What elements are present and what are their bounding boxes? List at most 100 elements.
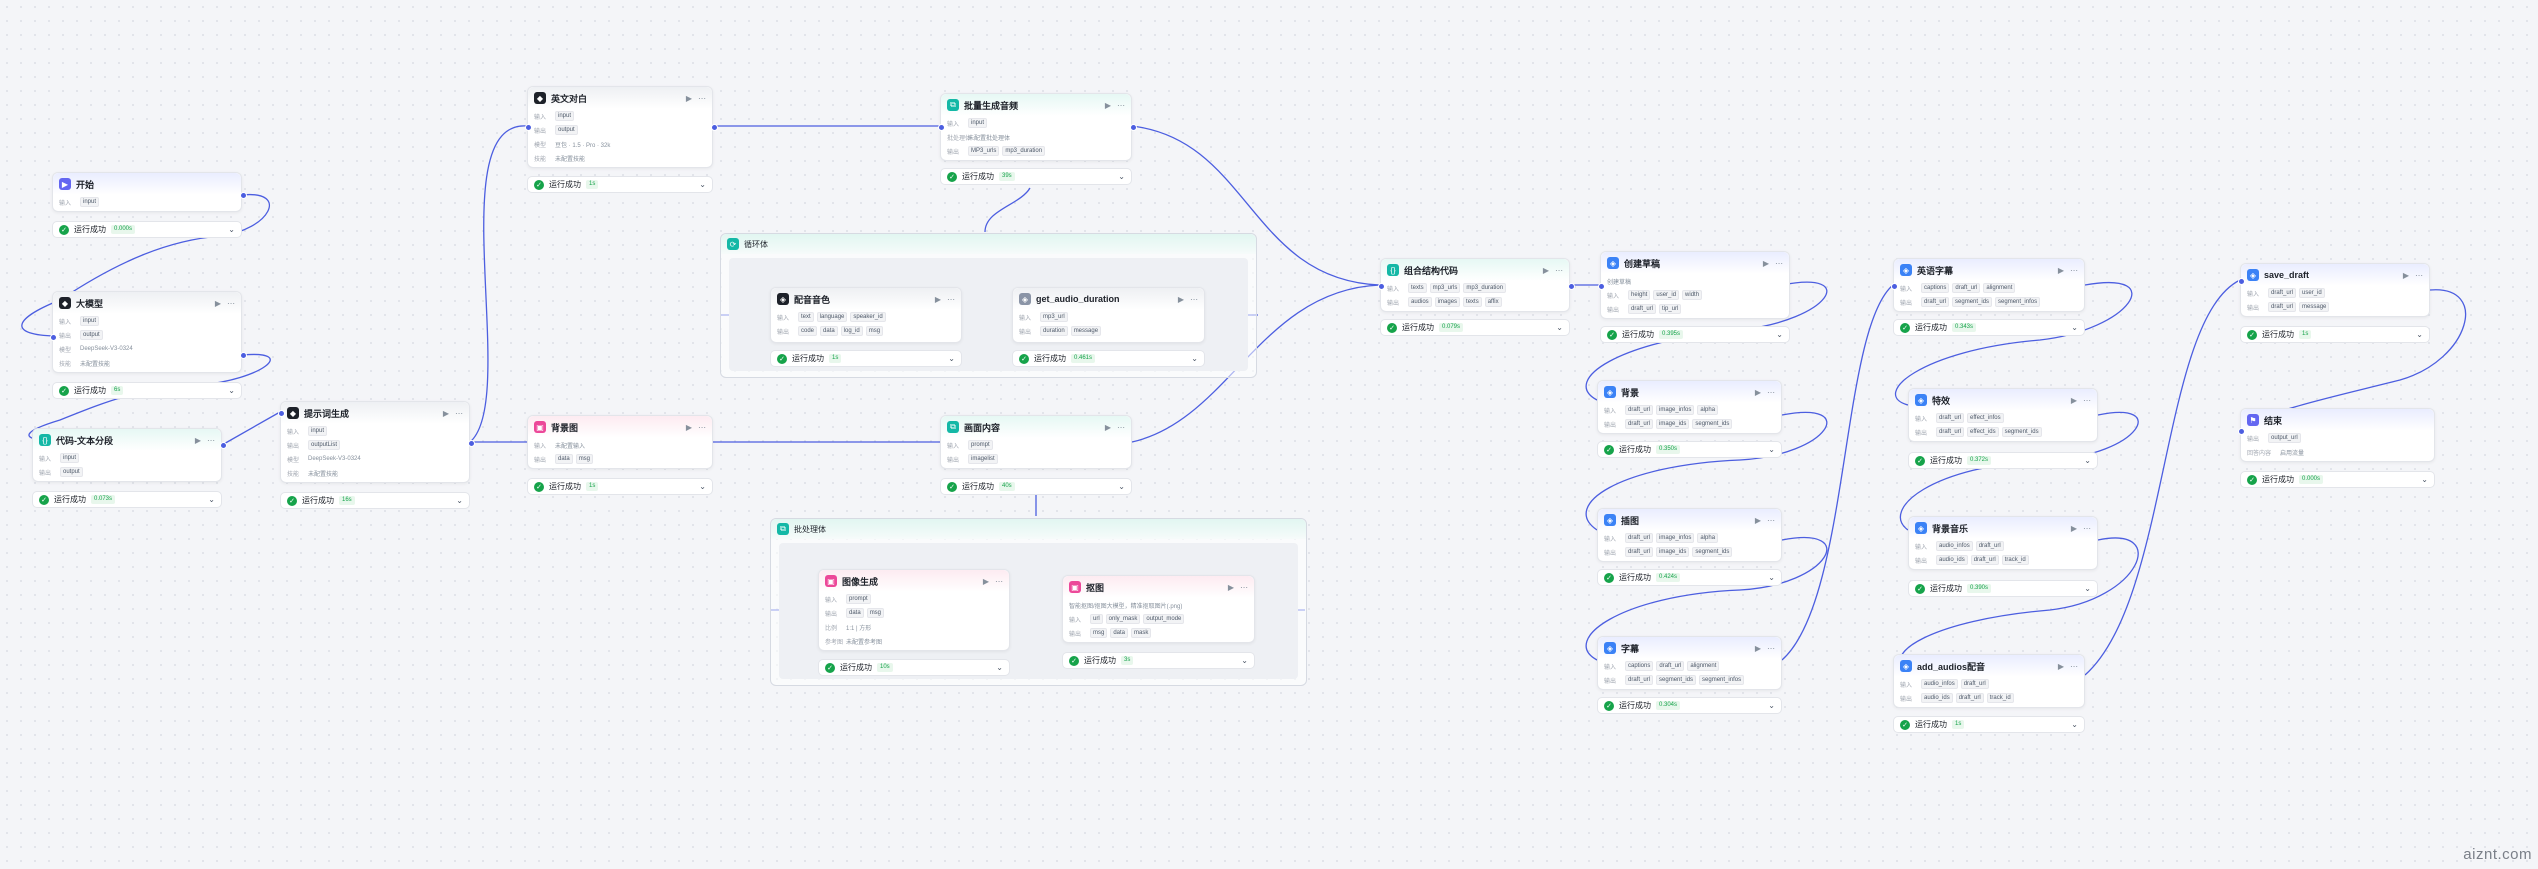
more-icon[interactable]: ⋯ (1775, 258, 1783, 268)
more-icon[interactable]: ⋯ (1767, 643, 1775, 653)
input-port[interactable] (278, 410, 285, 417)
output-port[interactable] (711, 124, 718, 131)
chevron-down-icon[interactable]: ⌄ (1556, 323, 1563, 332)
run-icon[interactable]: ▶ (1104, 422, 1111, 432)
chevron-down-icon[interactable]: ⌄ (2071, 323, 2078, 332)
output-port[interactable] (240, 352, 247, 359)
run-icon[interactable]: ▶ (982, 576, 989, 586)
input-port[interactable] (50, 334, 57, 341)
more-icon[interactable]: ⋯ (2070, 265, 2078, 275)
more-icon[interactable]: ⋯ (2083, 523, 2091, 533)
chevron-down-icon[interactable]: ⌄ (1191, 354, 1198, 363)
more-icon[interactable]: ⋯ (947, 294, 955, 304)
input-port[interactable] (938, 124, 945, 131)
chevron-down-icon[interactable]: ⌄ (1776, 330, 1783, 339)
output-port[interactable] (468, 440, 475, 447)
output-port[interactable] (240, 192, 247, 199)
chevron-down-icon[interactable]: ⌄ (1768, 573, 1775, 582)
output-port[interactable] (1130, 124, 1137, 131)
more-icon[interactable]: ⋯ (2415, 270, 2423, 280)
run-icon[interactable]: ▶ (442, 408, 449, 418)
more-icon[interactable]: ⋯ (698, 93, 706, 103)
run-icon[interactable]: ▶ (934, 294, 941, 304)
input-port[interactable] (1598, 283, 1605, 290)
more-icon[interactable]: ⋯ (1767, 387, 1775, 397)
more-icon[interactable]: ⋯ (995, 576, 1003, 586)
output-port[interactable] (220, 442, 227, 449)
chevron-down-icon[interactable]: ⌄ (228, 386, 235, 395)
run-icon[interactable]: ▶ (1762, 258, 1769, 268)
chevron-down-icon[interactable]: ⌄ (996, 663, 1003, 672)
run-icon[interactable]: ▶ (685, 422, 692, 432)
chevron-down-icon[interactable]: ⌄ (948, 354, 955, 363)
chevron-down-icon[interactable]: ⌄ (1241, 656, 1248, 665)
input-port[interactable] (1891, 283, 1898, 290)
more-icon[interactable]: ⋯ (1117, 422, 1125, 432)
chevron-down-icon[interactable]: ⌄ (1118, 482, 1125, 491)
run-icon[interactable]: ▶ (1754, 643, 1761, 653)
run-icon[interactable]: ▶ (214, 298, 221, 308)
more-icon[interactable]: ⋯ (227, 298, 235, 308)
more-icon[interactable]: ⋯ (207, 435, 215, 445)
chevron-down-icon[interactable]: ⌄ (2421, 475, 2428, 484)
output-port[interactable] (1568, 283, 1575, 290)
run-icon[interactable]: ▶ (1542, 265, 1549, 275)
input-port[interactable] (2238, 428, 2245, 435)
chevron-down-icon[interactable]: ⌄ (228, 225, 235, 234)
chevron-down-icon[interactable]: ⌄ (2071, 720, 2078, 729)
chevron-down-icon[interactable]: ⌄ (1118, 172, 1125, 181)
input-port[interactable] (2238, 278, 2245, 285)
run-icon[interactable]: ▶ (685, 93, 692, 103)
chevron-down-icon[interactable]: ⌄ (2084, 456, 2091, 465)
more-icon[interactable]: ⋯ (1555, 265, 1563, 275)
more-icon[interactable]: ⋯ (2083, 395, 2091, 405)
chevron-down-icon[interactable]: ⌄ (699, 482, 706, 491)
run-icon[interactable]: ▶ (1227, 582, 1234, 592)
run-icon[interactable]: ▶ (2070, 395, 2077, 405)
more-icon[interactable]: ⋯ (1190, 294, 1198, 304)
input-port[interactable] (1378, 283, 1385, 290)
chevron-down-icon[interactable]: ⌄ (699, 180, 706, 189)
run-icon[interactable]: ▶ (1104, 100, 1111, 110)
chevron-down-icon[interactable]: ⌄ (1768, 701, 1775, 710)
run-icon[interactable]: ▶ (1177, 294, 1184, 304)
run-icon[interactable]: ▶ (2057, 265, 2064, 275)
more-icon[interactable]: ⋯ (455, 408, 463, 418)
chevron-down-icon[interactable]: ⌄ (2416, 330, 2423, 339)
input-port[interactable] (525, 124, 532, 131)
